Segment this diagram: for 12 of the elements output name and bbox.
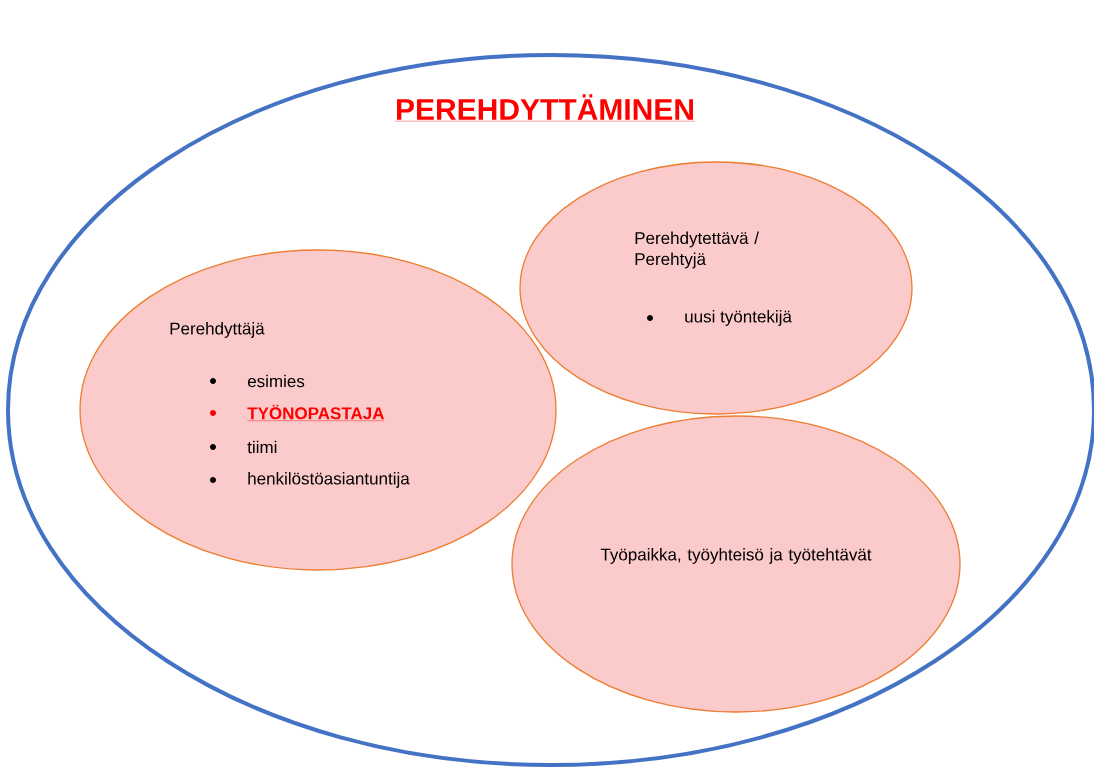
heading: Perehdyttäjä <box>170 322 265 338</box>
title: PEREHDYTTÄMINEN <box>394 94 696 122</box>
list-item: TYÖNOPASTAJA <box>210 404 385 421</box>
ellipse <box>79 249 557 571</box>
heading: Perehdytettävä / Perehtyjä <box>635 231 759 269</box>
label: Työpaikka, työyhteisö ja työtehtävät <box>600 548 872 564</box>
list-item: esimies <box>210 374 305 388</box>
list-item: tiimi <box>210 440 277 454</box>
list-item: henkilöstöasiantuntija <box>210 472 410 488</box>
list-item: uusi työntekijä <box>647 310 792 326</box>
ellipse <box>519 161 913 415</box>
ellipse <box>511 415 961 713</box>
